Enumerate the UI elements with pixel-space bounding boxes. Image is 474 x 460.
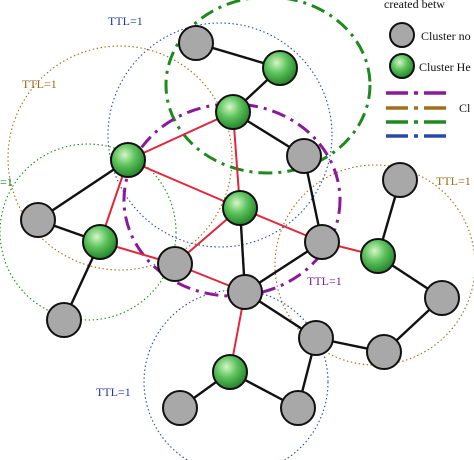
legend: Cluster no Cluster He Cl bbox=[386, 22, 471, 138]
range-circle-brown-left bbox=[7, 45, 233, 271]
cluster-boundaries bbox=[122, 0, 372, 298]
legend-cluster-partial-label: Cl bbox=[459, 101, 471, 115]
cluster-node-t bbox=[280, 390, 316, 426]
legend-cluster-node-label: Cluster no bbox=[421, 29, 471, 43]
legend-cluster-head-label: Cluster He bbox=[419, 60, 471, 74]
cluster-node-a bbox=[178, 25, 214, 61]
ttl-label-left-lower: =1 bbox=[0, 175, 13, 189]
legend-cluster-head-icon bbox=[389, 53, 415, 79]
inter-cluster-edge-CD bbox=[127, 111, 234, 161]
ttl-label-left-upper: TTL=1 bbox=[22, 77, 57, 91]
header-text: created betw bbox=[384, 0, 445, 11]
cluster-node-m bbox=[227, 274, 263, 310]
cluster-head-node-b bbox=[262, 50, 298, 86]
cluster-node-k bbox=[382, 162, 418, 198]
cluster-node-n bbox=[46, 302, 82, 338]
legend-boundary-swatches bbox=[386, 91, 446, 138]
cluster-node-q bbox=[366, 334, 402, 370]
cluster-node-g bbox=[20, 202, 56, 238]
cluster-head-node-r bbox=[212, 354, 248, 390]
range-circle-green-left bbox=[0, 143, 177, 321]
cluster-head-node-h bbox=[82, 224, 118, 260]
ttl-label-center: TTL=1 bbox=[307, 274, 342, 288]
ttl-label-bottom: TTL=1 bbox=[96, 385, 131, 399]
legend-cluster-node-icon bbox=[389, 22, 415, 48]
cluster-boundary-purple bbox=[122, 102, 342, 298]
cluster-node-p bbox=[298, 320, 334, 356]
cluster-head-node-d bbox=[110, 142, 146, 178]
cluster-node-o bbox=[424, 280, 460, 316]
cluster-range-circles bbox=[0, 22, 474, 460]
intra-cluster-edge-DG bbox=[37, 159, 129, 221]
cluster-node-e bbox=[286, 138, 322, 174]
node-layer bbox=[20, 25, 460, 426]
ttl-labels: TTL=1 TTL=1 =1 TTL=1 TTL=1 TTL=1 bbox=[0, 14, 471, 399]
cluster-boundary-green bbox=[164, 0, 372, 175]
ttl-label-top: TTL=1 bbox=[108, 14, 143, 28]
cluster-head-node-f bbox=[222, 190, 258, 226]
inter-cluster-edge-DF bbox=[127, 159, 241, 209]
cluster-node-s bbox=[162, 390, 198, 426]
cluster-node-i bbox=[157, 246, 193, 282]
cluster-head-node-c bbox=[215, 94, 251, 130]
cluster-node-j bbox=[304, 224, 340, 260]
cluster-head-node-l bbox=[360, 238, 396, 274]
ttl-label-right: TTL=1 bbox=[436, 174, 471, 188]
range-circle-blue-top bbox=[107, 22, 333, 248]
